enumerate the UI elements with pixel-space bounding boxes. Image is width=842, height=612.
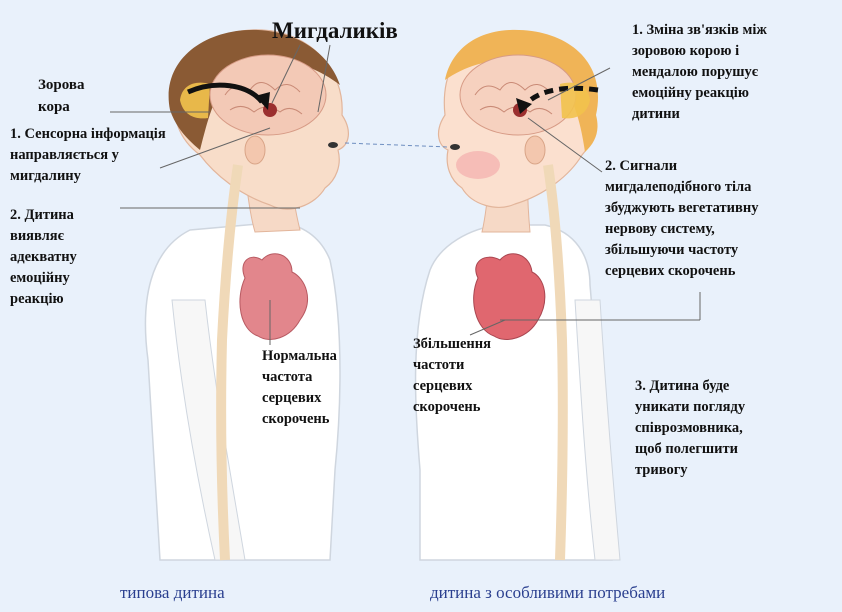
typical-child-caption: типова дитина [120, 583, 225, 603]
amygdala-title: Мигдаликів [272, 18, 398, 44]
special-needs-child-figure [416, 30, 620, 560]
visual-cortex-label: Зорова кора [38, 74, 85, 118]
normal-heart-rate-label: Нормальна частота серцевих скорочень [262, 346, 337, 430]
increased-heart-rate-label: Збільшення частоти серцевих скорочень [413, 334, 491, 418]
special-child-caption: дитина з особливими потребами [430, 583, 665, 603]
special-step-3-label: 3. Дитина буде уникати погляду співрозмо… [635, 376, 745, 481]
typical-step-2-label: 2. Дитина виявляє адекватну емоційну реа… [10, 205, 77, 310]
typical-step-1-label: 1. Сенсорна інформація направляється у м… [10, 124, 166, 187]
special-step-1-label: 1. Зміна зв'язків між зоровою корою і ме… [632, 20, 767, 125]
special-step-2-label: 2. Сигнали мигдалеподібного тіла збуджую… [605, 156, 758, 282]
